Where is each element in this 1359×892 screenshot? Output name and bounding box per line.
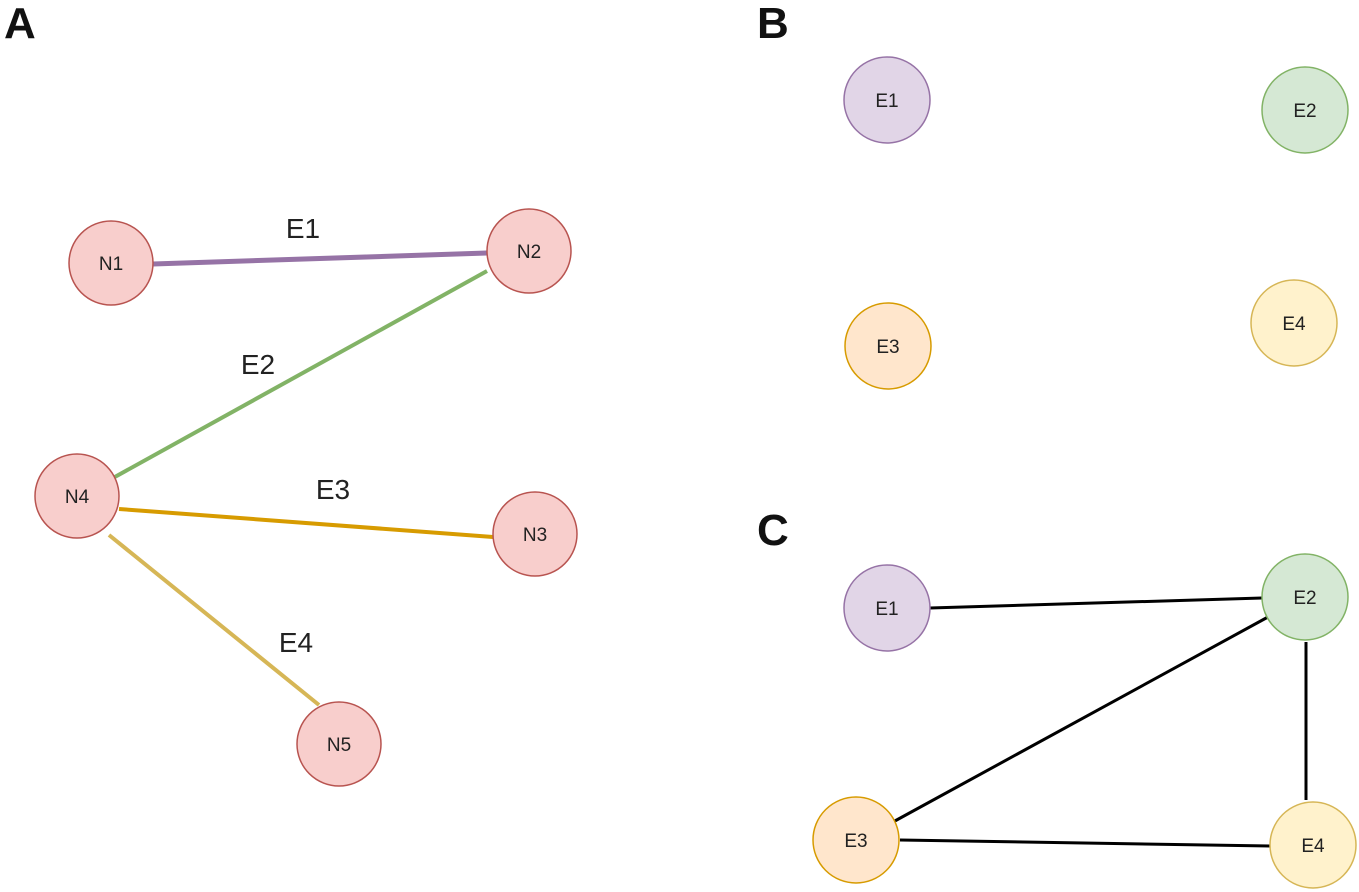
node-c-e4-outline (1269, 801, 1357, 889)
node-b-e4-circle (1251, 280, 1337, 366)
node-c-e2-circle (1262, 554, 1348, 640)
node-n2-label: N2 (517, 242, 541, 263)
node-c-e2-label: E2 (1293, 588, 1316, 609)
node-n4-outline (34, 453, 120, 539)
node-c-e1-circle (844, 565, 930, 651)
node-n5-circle (297, 702, 381, 786)
edge-e4-line (107, 533, 321, 707)
edge-e3-label: E3 (316, 474, 350, 505)
edge-e1-line (152, 250, 488, 267)
edge-e4-label: E4 (279, 627, 313, 658)
node-n2-circle (487, 209, 571, 293)
node-c-e1-outline (843, 564, 931, 652)
node-n3-outline (492, 491, 578, 577)
node-c-e2-outline (1261, 553, 1349, 641)
node-n2: N2 (486, 208, 572, 294)
node-n5: N5 (296, 701, 382, 787)
node-c-e3-circle (813, 797, 899, 883)
node-c-e1-label: E1 (875, 599, 898, 620)
node-c-e4-circle (1270, 802, 1356, 888)
node-b-e3: E3 (844, 302, 932, 390)
node-b-e4-outline (1250, 279, 1338, 367)
node-c-e1: E1 (843, 564, 931, 652)
node-b-e2-label: E2 (1293, 101, 1316, 122)
node-n4-label: N4 (65, 487, 90, 508)
node-n4: N4 (34, 453, 120, 539)
node-b-e4-label: E4 (1282, 314, 1306, 335)
line-graph-edge-e2-e3 (892, 615, 1269, 824)
node-n4-circle (35, 454, 119, 538)
panel-b-label: B (757, 0, 789, 48)
node-c-e3-outline (812, 796, 900, 884)
node-c-e4-label: E4 (1301, 836, 1325, 857)
node-n1-label: N1 (99, 254, 123, 275)
node-n1-outline (68, 220, 154, 306)
node-n2-outline (486, 208, 572, 294)
line-graph-edge-e1-e2 (929, 596, 1263, 610)
node-b-e2-circle (1262, 67, 1348, 153)
node-c-e3-label: E3 (844, 831, 867, 852)
edge-e3-line (118, 507, 494, 539)
node-n3-label: N3 (523, 525, 547, 546)
edge-e2-label: E2 (241, 349, 275, 380)
edge-e2-line (112, 269, 488, 480)
panel-a-graph: E1 E2 E3 E4 N1 N2 N3 N4 N5 (34, 208, 578, 787)
edge-e1-label: E1 (286, 213, 320, 244)
node-b-e2-outline (1261, 66, 1349, 154)
node-b-e1-circle (844, 57, 930, 143)
node-n3: N3 (492, 491, 578, 577)
node-b-e3-label: E3 (876, 337, 899, 358)
node-b-e3-circle (845, 303, 931, 389)
node-b-e1: E1 (843, 56, 931, 144)
panel-b-graph: E1 E2 E3 E4 (843, 56, 1349, 390)
line-graph-edge-e3-e4 (899, 838, 1271, 848)
node-b-e1-label: E1 (875, 91, 898, 112)
panel-c-graph: E1 E2 E3 E4 (812, 553, 1357, 889)
node-n3-circle (493, 492, 577, 576)
node-n5-outline (296, 701, 382, 787)
node-n5-label: N5 (327, 735, 351, 756)
node-b-e2: E2 (1261, 66, 1349, 154)
panel-c-label: C (757, 506, 789, 555)
node-b-e3-outline (844, 302, 932, 390)
node-b-e1-outline (843, 56, 931, 144)
node-n1: N1 (68, 220, 154, 306)
node-c-e3: E3 (812, 796, 900, 884)
node-n1-circle (69, 221, 153, 305)
node-c-e2: E2 (1261, 553, 1349, 641)
node-b-e4: E4 (1250, 279, 1338, 367)
node-c-e4: E4 (1269, 801, 1357, 889)
panel-a-label: A (4, 0, 36, 48)
